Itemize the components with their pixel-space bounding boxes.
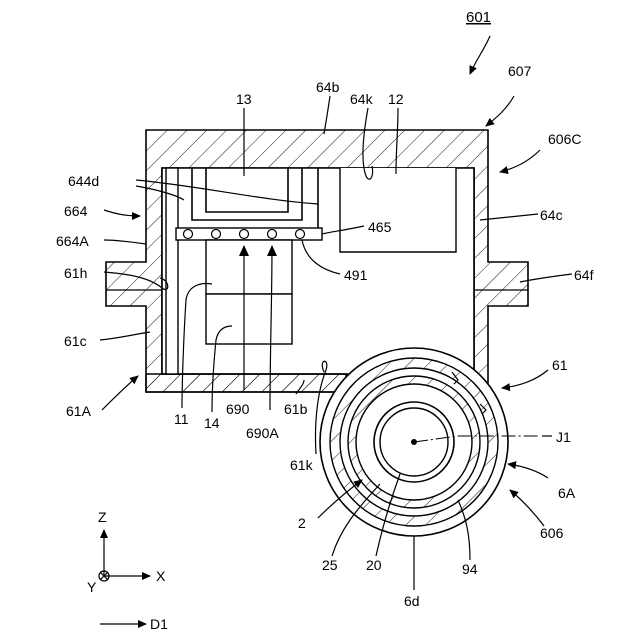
label-6d: 6d bbox=[404, 593, 420, 609]
label-61c: 61c bbox=[64, 333, 87, 349]
label-606: 606 bbox=[540, 525, 564, 541]
component-14 bbox=[206, 240, 292, 344]
label-690A: 690A bbox=[246, 425, 279, 441]
label-20: 20 bbox=[366, 557, 382, 573]
label-690: 690 bbox=[226, 401, 250, 417]
axis-x-label: X bbox=[156, 568, 166, 584]
label-2: 2 bbox=[298, 515, 306, 531]
label-61h: 61h bbox=[64, 265, 87, 281]
label-606C: 606C bbox=[548, 131, 581, 147]
label-61A: 61A bbox=[66, 403, 92, 419]
figure-title: 601 bbox=[466, 9, 491, 26]
label-664: 664 bbox=[64, 203, 88, 219]
label-11: 11 bbox=[174, 411, 189, 427]
circuit-board-465 bbox=[176, 228, 322, 240]
label-644d: 644d bbox=[68, 173, 99, 189]
label-61k: 61k bbox=[290, 457, 314, 473]
label-14: 14 bbox=[204, 415, 220, 431]
label-64b: 64b bbox=[316, 79, 340, 95]
label-465: 465 bbox=[368, 219, 392, 235]
label-6A: 6A bbox=[558, 485, 576, 501]
label-61b: 61b bbox=[284, 401, 308, 417]
label-12: 12 bbox=[388, 91, 404, 107]
axis-z-label: Z bbox=[98, 509, 107, 525]
label-94: 94 bbox=[462, 561, 478, 577]
axis-y-label: Y bbox=[87, 579, 97, 595]
label-J1: J1 bbox=[556, 429, 571, 445]
label-25: 25 bbox=[322, 557, 338, 573]
label-61: 61 bbox=[552, 357, 568, 373]
label-13: 13 bbox=[236, 91, 252, 107]
coordinate-axes: Z X Y D1 bbox=[87, 509, 168, 632]
motor-circular-section bbox=[320, 348, 540, 536]
housing-body bbox=[106, 130, 528, 392]
label-491: 491 bbox=[344, 267, 368, 283]
label-64c: 64c bbox=[540, 207, 563, 223]
label-664A: 664A bbox=[56, 233, 89, 249]
label-64f: 64f bbox=[574, 267, 594, 283]
label-607: 607 bbox=[508, 63, 532, 79]
label-64k: 64k bbox=[350, 91, 374, 107]
axis-d1-label: D1 bbox=[150, 616, 168, 632]
